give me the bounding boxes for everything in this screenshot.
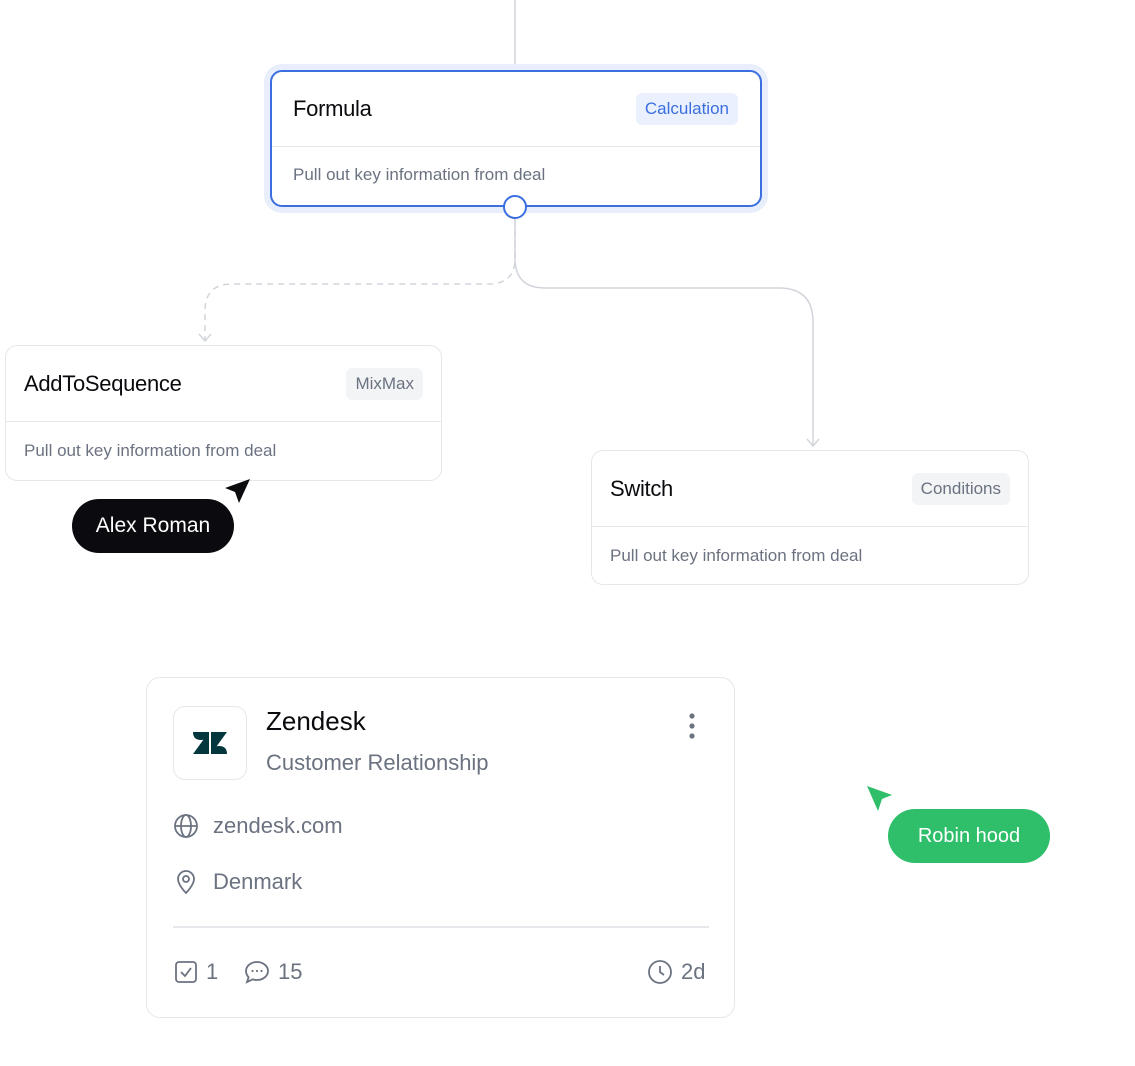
company-card[interactable]: Zendesk Customer Relationship zendesk.co… <box>146 677 735 1018</box>
location-text: Denmark <box>213 869 303 894</box>
company-name: Zendesk <box>266 706 366 736</box>
solid-connector-arrowhead <box>806 438 820 448</box>
card-divider <box>173 926 709 928</box>
tasks-stat[interactable]: 1 <box>174 959 218 985</box>
formula-output-handle[interactable] <box>503 195 527 219</box>
company-logo <box>173 706 247 780</box>
map-pin-icon <box>177 870 195 895</box>
formula-node-header: Formula Calculation <box>272 72 760 147</box>
solid-connector-switch <box>514 219 814 445</box>
formula-node-tag: Calculation <box>635 93 738 125</box>
cursor-label-robin: Robin hood <box>888 809 1050 863</box>
company-category: Customer Relationship <box>266 750 489 775</box>
switch-node-header: Switch Conditions <box>592 451 1028 527</box>
location-row: Denmark <box>173 869 302 895</box>
cursor-label-alex: Alex Roman <box>72 499 234 553</box>
more-vertical-icon <box>689 713 695 739</box>
clock-icon <box>648 960 672 984</box>
comments-stat[interactable]: 15 <box>244 959 302 985</box>
website-link[interactable]: zendesk.com <box>213 813 343 838</box>
dashed-connector-addtosequence <box>204 219 516 340</box>
zendesk-logo-icon <box>193 732 227 754</box>
comment-icon <box>245 961 269 984</box>
comments-count: 15 <box>278 959 303 984</box>
switch-node-description: Pull out key information from deal <box>610 546 863 565</box>
addtosequence-node-tag: MixMax <box>346 367 423 400</box>
cursor-arrow-icon <box>867 786 892 811</box>
switch-node-title: Switch <box>610 475 673 501</box>
time-stat: 2d <box>647 959 705 985</box>
formula-node-title: Formula <box>293 96 372 121</box>
addtosequence-node-header: AddToSequence MixMax <box>6 346 441 422</box>
switch-node-tag: Conditions <box>911 472 1010 505</box>
website-row[interactable]: zendesk.com <box>173 813 343 839</box>
time-ago: 2d <box>681 959 706 984</box>
formula-node[interactable]: Formula Calculation Pull out key informa… <box>270 70 762 207</box>
addtosequence-node-description: Pull out key information from deal <box>24 441 277 460</box>
dashed-connector-arrowhead <box>198 333 212 343</box>
cursor-arrow-icon <box>225 479 250 503</box>
formula-node-description: Pull out key information from deal <box>293 165 546 184</box>
globe-icon <box>174 814 198 838</box>
switch-node[interactable]: Switch Conditions Pull out key informati… <box>591 450 1029 585</box>
addtosequence-node-title: AddToSequence <box>24 370 182 396</box>
checkbox-icon <box>175 961 197 983</box>
more-options-button[interactable] <box>680 711 704 741</box>
tasks-count: 1 <box>206 959 219 984</box>
addtosequence-node[interactable]: AddToSequence MixMax Pull out key inform… <box>5 345 442 481</box>
